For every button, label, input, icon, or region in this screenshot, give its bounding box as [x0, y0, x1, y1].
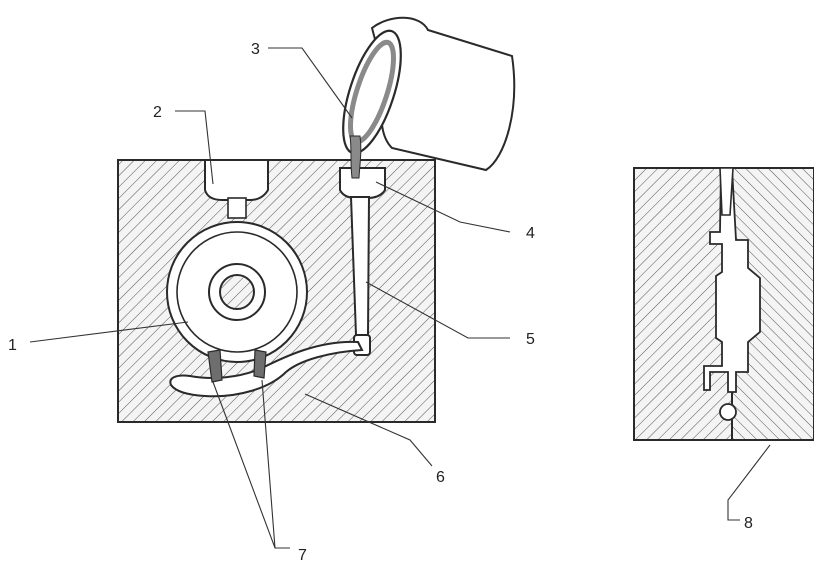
left-mold [117, 159, 436, 423]
section-cavity [703, 167, 761, 393]
riser [204, 159, 269, 201]
callouts: 1 2 3 4 5 6 7 8 [8, 41, 753, 564]
runner [169, 340, 364, 398]
label-2: 2 [153, 104, 162, 121]
label-8: 8 [744, 515, 753, 532]
ingate-right [253, 349, 267, 379]
section-sprue [719, 167, 734, 216]
ladle [342, 16, 516, 179]
label-4: 4 [526, 225, 535, 242]
section-runner [719, 403, 737, 421]
ingate-left [207, 349, 223, 383]
pour-stream [349, 135, 362, 179]
riser-neck [227, 197, 247, 219]
casting-bore [219, 274, 255, 310]
label-7: 7 [298, 547, 307, 564]
label-5: 5 [526, 331, 535, 348]
leader-lines [29, 47, 771, 549]
label-6: 6 [436, 469, 445, 486]
label-1: 1 [8, 337, 17, 354]
right-mold [633, 167, 814, 441]
label-3: 3 [251, 41, 260, 58]
